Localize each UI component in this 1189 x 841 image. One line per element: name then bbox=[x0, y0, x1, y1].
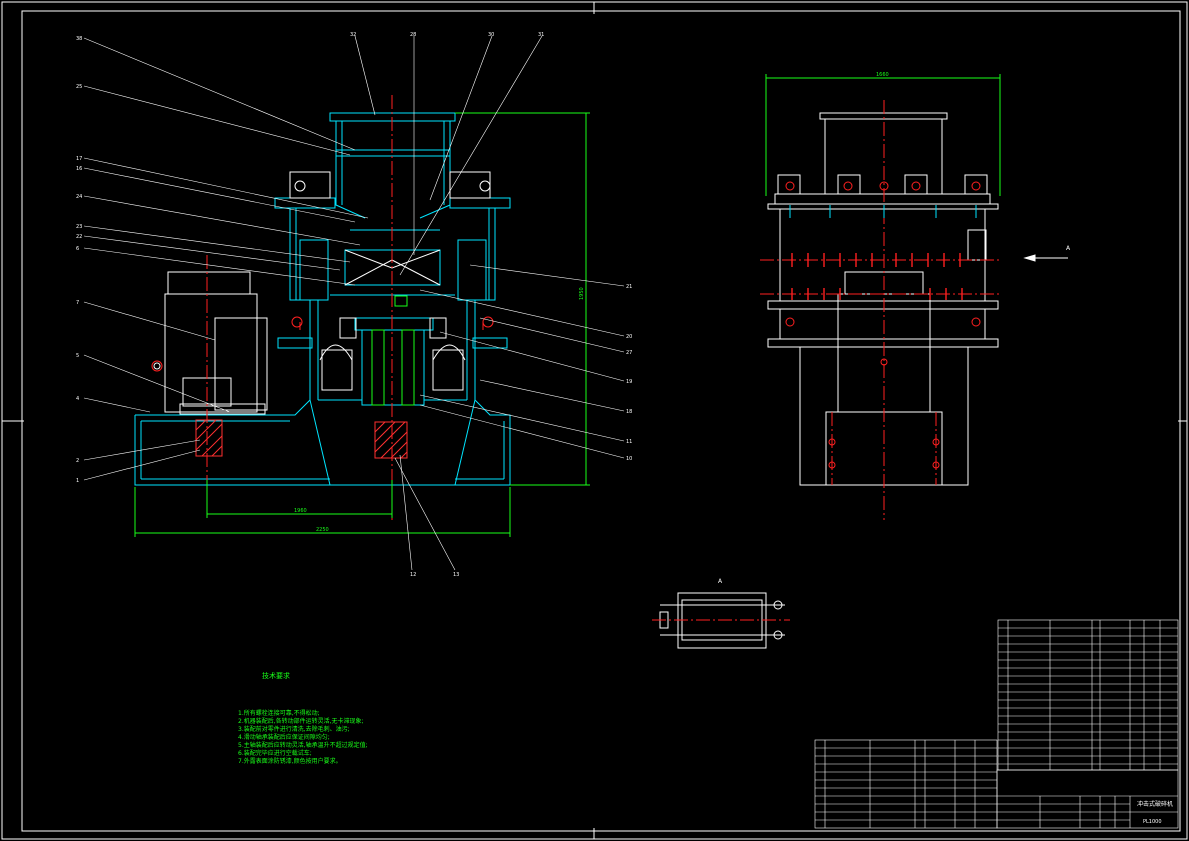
part-number: 23 bbox=[76, 224, 82, 230]
part-number: 2 bbox=[76, 458, 79, 464]
part-number: 13 bbox=[453, 572, 459, 578]
side-view bbox=[760, 74, 1068, 520]
technical-note: 6.装配完毕应进行空载试车; bbox=[238, 750, 312, 757]
main-view-dimensions bbox=[134, 112, 590, 537]
part-number: 20 bbox=[626, 334, 632, 340]
part-number: 18 bbox=[626, 409, 632, 415]
part-number: 1 bbox=[76, 478, 79, 484]
part-number: 28 bbox=[410, 32, 416, 38]
view-direction-label: A bbox=[1066, 245, 1071, 252]
technical-note: 2.机器装配后,各转动部件运转灵活,无卡滞现象; bbox=[238, 718, 364, 725]
part-number: 30 bbox=[488, 32, 494, 38]
part-number: 17 bbox=[76, 156, 82, 162]
title-block-number: PL1000 bbox=[1143, 819, 1162, 825]
part-number: 10 bbox=[626, 456, 632, 462]
part-number: 6 bbox=[76, 246, 79, 252]
part-number: 12 bbox=[410, 572, 416, 578]
part-number: 22 bbox=[76, 234, 82, 240]
dim-base-width: 1960 bbox=[294, 508, 307, 514]
dim-overall-width: 2250 bbox=[316, 527, 329, 533]
part-number: 25 bbox=[76, 84, 82, 90]
part-number: 31 bbox=[538, 32, 544, 38]
part-number: 4 bbox=[76, 396, 79, 402]
view-a-label: A bbox=[718, 578, 723, 585]
dim-top-width: 1660 bbox=[876, 72, 889, 78]
part-numbers: 38 25 17 16 24 23 22 6 7 5 4 2 1 32 28 3… bbox=[76, 32, 632, 578]
technical-note: 5.主轴装配后应转动灵活,轴承温升不超过规定值; bbox=[238, 742, 368, 749]
main-section-view bbox=[134, 95, 511, 520]
view-a bbox=[652, 592, 790, 649]
parts-list-lower bbox=[814, 739, 998, 829]
part-number: 7 bbox=[76, 300, 79, 306]
part-number: 21 bbox=[626, 284, 632, 290]
technical-note: 3.装配前对零件进行清洗,去除毛刺、油污; bbox=[238, 726, 350, 733]
part-number: 38 bbox=[76, 36, 82, 42]
part-number: 16 bbox=[76, 166, 82, 172]
part-number: 19 bbox=[626, 379, 632, 385]
part-number: 5 bbox=[76, 353, 79, 359]
part-number: 11 bbox=[626, 439, 632, 445]
part-number: 32 bbox=[350, 32, 356, 38]
technical-note: 1.所有螺栓连接可靠,不得松动; bbox=[238, 710, 320, 717]
technical-note: 4.滑动轴承装配后应保证间隙均匀; bbox=[238, 734, 330, 741]
part-number: 24 bbox=[76, 194, 82, 200]
leader-lines bbox=[83, 35, 625, 571]
title-block-name: 冲击式破碎机 bbox=[1137, 800, 1173, 808]
part-number: 27 bbox=[626, 350, 632, 356]
dim-height: 1950 bbox=[579, 287, 585, 300]
technical-note: 7.外露表面涂防锈漆,颜色按用户要求。 bbox=[238, 758, 342, 765]
title-block bbox=[996, 769, 1179, 829]
technical-notes-title: 技术要求 bbox=[262, 672, 290, 680]
parts-list-upper bbox=[997, 619, 1179, 771]
